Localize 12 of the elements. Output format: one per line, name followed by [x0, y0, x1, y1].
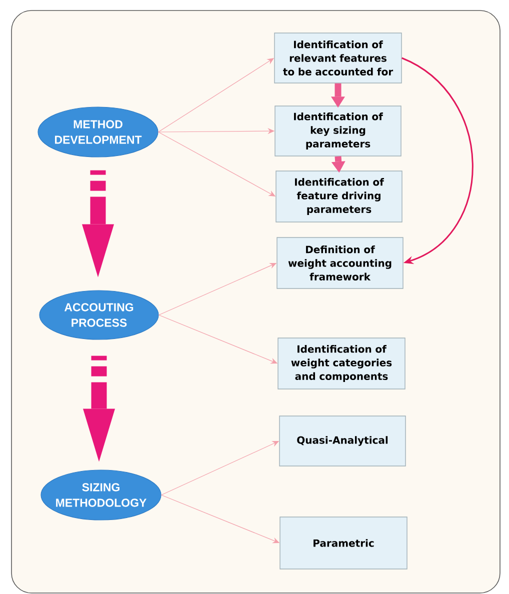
process-box: Quasi-Analytical	[279, 416, 406, 466]
process-box: Identification of relevant features to be accounted for	[274, 32, 402, 84]
process-box: Identification of weight categories and components	[278, 338, 406, 390]
arrow	[331, 156, 346, 173]
process-box: Parametric	[280, 516, 408, 570]
process-box: Identification of key sizing parameters	[274, 106, 402, 156]
block-arrow	[83, 382, 115, 462]
process-box: Identification of feature driving parameters	[276, 170, 402, 222]
curved-arrow	[402, 57, 474, 264]
process-box: Definition of weight accounting framework	[276, 237, 404, 289]
arrow	[331, 83, 345, 108]
block-arrow	[82, 196, 114, 278]
